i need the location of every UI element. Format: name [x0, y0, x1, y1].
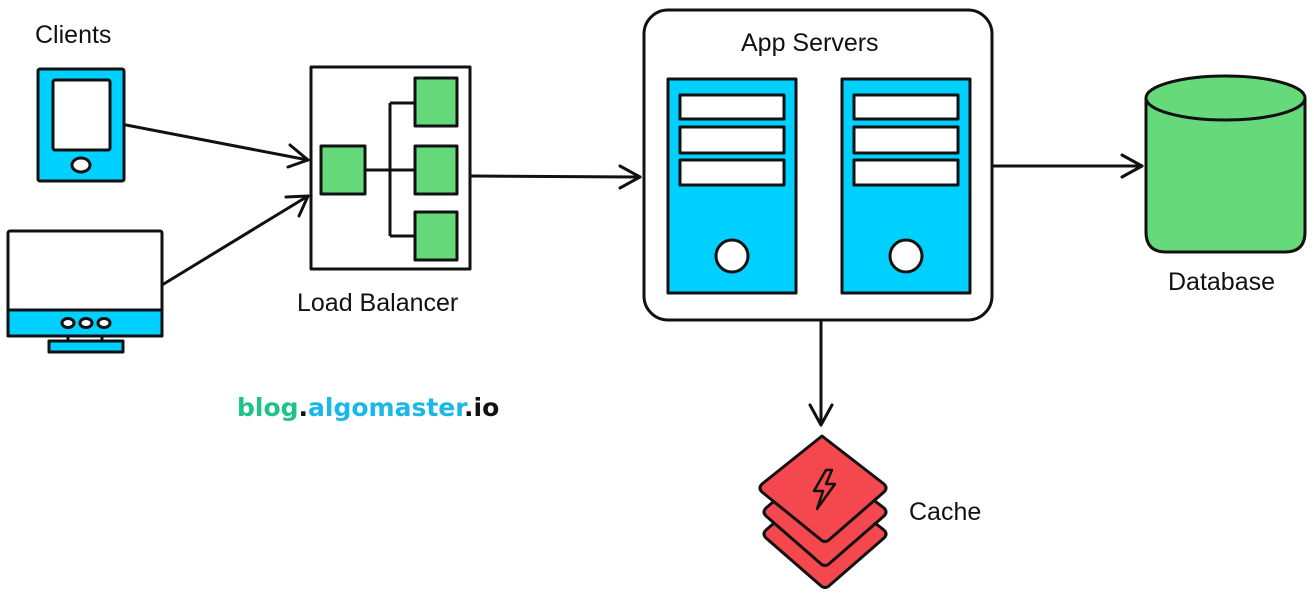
brand-dot2: . — [464, 393, 474, 422]
server-icon — [840, 77, 972, 295]
connector-arrows — [124, 123, 1144, 427]
database-label: Database — [1168, 268, 1275, 296]
arrow-load-balancer-to-app-servers — [470, 174, 642, 179]
clients-label: Clients — [35, 21, 111, 49]
lightning-icon — [812, 468, 837, 511]
cache-label: Cache — [909, 498, 981, 526]
cache-stack-icon — [758, 434, 888, 589]
arrow-tablet-to-load-balancer — [124, 123, 310, 162]
brand-part3: io — [474, 393, 500, 422]
load-balancer-label: Load Balancer — [297, 289, 458, 317]
brand-part2: algomaster — [308, 393, 468, 422]
tablet-icon — [36, 67, 126, 183]
arrow-monitor-to-load-balancer — [160, 194, 310, 287]
load-balancer-icon — [309, 65, 472, 271]
brand-watermark: blog.algomaster.io — [237, 393, 499, 422]
brand-dot1: . — [299, 393, 309, 422]
app-servers-label: App Servers — [741, 29, 879, 57]
database-icon — [1144, 74, 1307, 254]
monitor-icon — [6, 229, 164, 354]
brand-part1: blog — [237, 393, 299, 422]
server-icon — [666, 77, 798, 295]
